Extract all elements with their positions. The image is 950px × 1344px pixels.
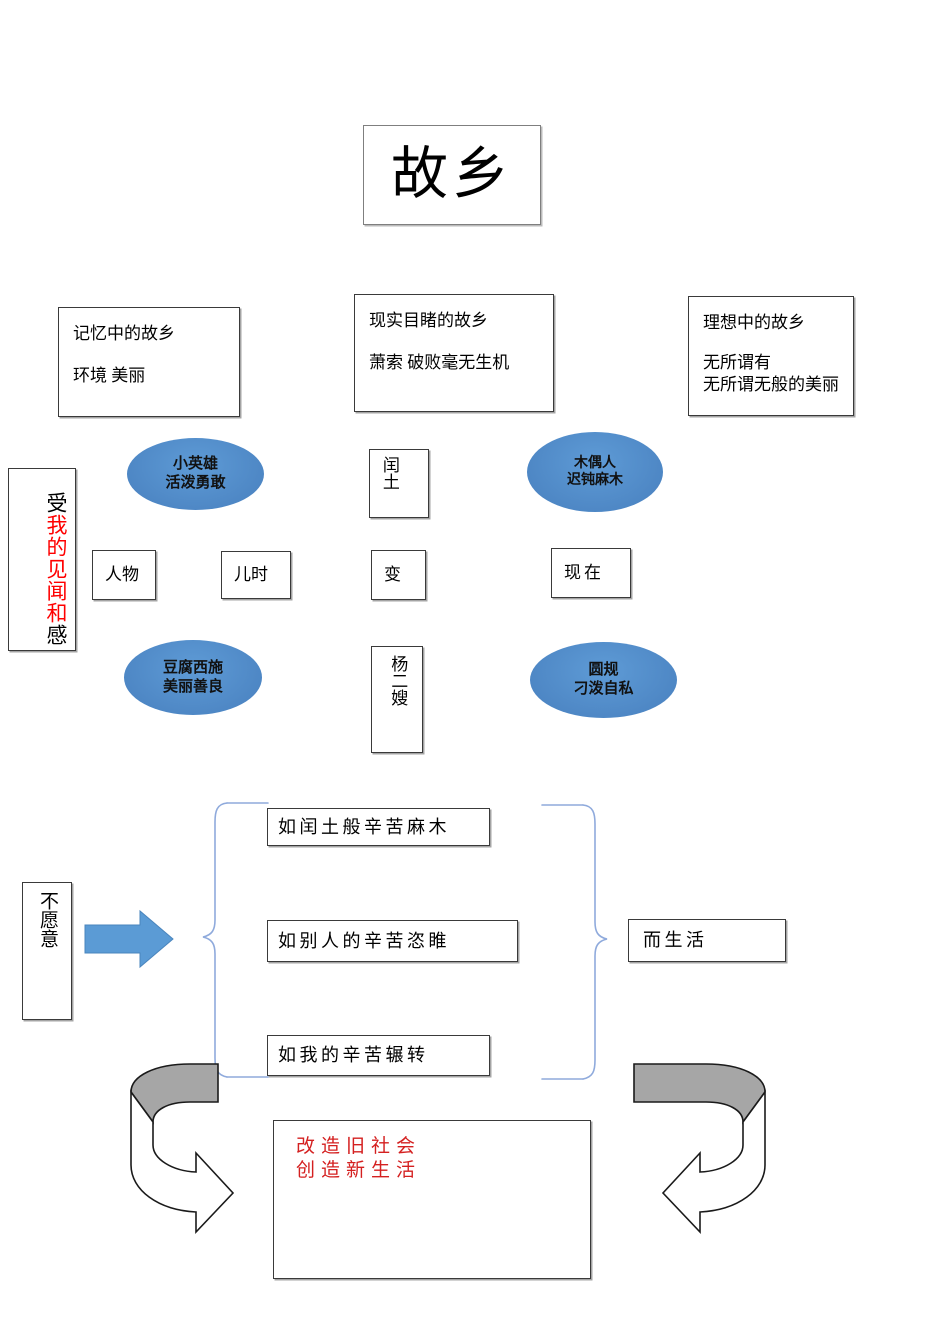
label-box-now: 现在	[551, 548, 631, 598]
memory-box-reality-detail: 萧索 破败毫无生机	[369, 352, 510, 372]
memory-box-remembered: 记忆中的故乡 环境 美丽	[58, 307, 240, 417]
and-live-box: 而生活	[628, 919, 786, 962]
curved-arrow-left-icon	[130, 1063, 235, 1235]
side-label-black-lead: 受	[44, 492, 68, 514]
label-box-childhood: 儿时	[221, 551, 291, 599]
unwilling-box: 不愿意	[22, 882, 72, 1020]
side-label-black-tail: 感	[44, 624, 68, 646]
page-title: 故乡	[391, 142, 513, 206]
right-brace-icon	[541, 804, 608, 1080]
conclusion-box: 改造旧社会 创造新生活	[273, 1120, 591, 1279]
side-label-box: 受我的见闻和感	[8, 468, 76, 651]
left-brace-icon	[202, 802, 269, 1078]
ellipse-yangersao-past: 豆腐西施 美丽善良	[124, 640, 262, 715]
ellipse-yangersao-present: 圆规 刁泼自私	[530, 642, 677, 718]
blue-right-arrow-icon	[84, 909, 174, 969]
phrase-box-2: 如别人的辛苦恣睢	[267, 920, 518, 962]
memory-box-remembered-heading: 记忆中的故乡	[73, 324, 175, 343]
conclusion-line-2: 创造新生活	[296, 1159, 422, 1181]
title-box: 故乡	[363, 125, 541, 225]
memory-box-ideal: 理想中的故乡 无所谓有 无所谓无般的美丽	[688, 296, 854, 416]
phrase-box-1: 如闰土般辛苦麻木	[267, 808, 490, 846]
memory-box-ideal-detail: 无所谓有 无所谓无般的美丽	[703, 352, 839, 394]
ellipse-runtu-past: 小英雄 活泼勇敢	[127, 438, 264, 510]
memory-box-reality-heading: 现实目睹的故乡	[369, 311, 488, 330]
label-box-change: 变	[371, 550, 426, 600]
memory-box-remembered-detail: 环境 美丽	[73, 365, 146, 385]
label-box-people: 人物	[92, 550, 156, 600]
memory-box-reality: 现实目睹的故乡 萧索 破败毫无生机	[354, 294, 554, 412]
memory-box-ideal-heading: 理想中的故乡	[703, 313, 805, 332]
conclusion-line-1: 改造旧社会	[296, 1136, 422, 1157]
curved-arrow-right-icon	[633, 1063, 766, 1235]
character-name-yangersao: 杨二嫂	[371, 646, 423, 753]
phrase-box-3: 如我的辛苦辗转	[267, 1035, 490, 1076]
side-label-red-text: 我的见闻和	[44, 514, 68, 624]
character-name-runtu: 闰土	[369, 449, 429, 518]
ellipse-runtu-present: 木偶人 迟钝麻木	[527, 432, 663, 512]
